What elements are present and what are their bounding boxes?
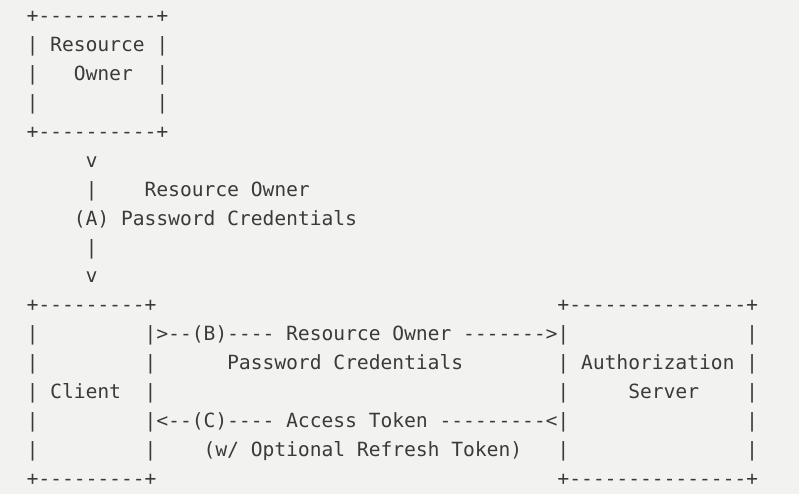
diagram-line-resource-owner-label-1: | Resource |	[3, 32, 169, 56]
diagram-line-arrow-a-marker: (A) Password Credentials	[3, 206, 357, 230]
diagram-line-client-auth-server-labels: | Client | | Server |	[3, 380, 758, 404]
oauth-password-credentials-flow-diagram: +----------+ | Resource | | Owner | | | …	[3, 2, 758, 494]
diagram-line-edge-c-label: | | (w/ Optional Refresh Token) | |	[3, 438, 758, 462]
diagram-line-resource-owner-box-top: +----------+	[3, 4, 169, 27]
diagram-line-arrow-a-tail: v	[3, 264, 98, 288]
diagram-line-edge-b-label: | | Password Credentials | Authorization…	[3, 351, 758, 375]
diagram-line-resource-owner-label-2: | Owner |	[3, 61, 169, 85]
diagram-line-resource-owner-box-bottom: +----------+	[3, 119, 169, 143]
diagram-line-edge-c: | |<--(C)---- Access Token ---------<| |	[3, 409, 758, 433]
diagram-line-arrow-a-head: v	[3, 148, 98, 172]
diagram-line-boxes-bottom: +---------+ +---------------+	[3, 467, 758, 490]
diagram-line-resource-owner-box-blank: | |	[3, 90, 169, 114]
diagram-line-boxes-top: +---------+ +---------------+	[3, 293, 758, 317]
diagram-line-arrow-a-shaft: |	[3, 235, 98, 259]
diagram-line-arrow-a-label-1: | Resource Owner	[3, 177, 310, 201]
diagram-line-edge-b: | |>--(B)---- Resource Owner ------->| |	[3, 322, 758, 346]
